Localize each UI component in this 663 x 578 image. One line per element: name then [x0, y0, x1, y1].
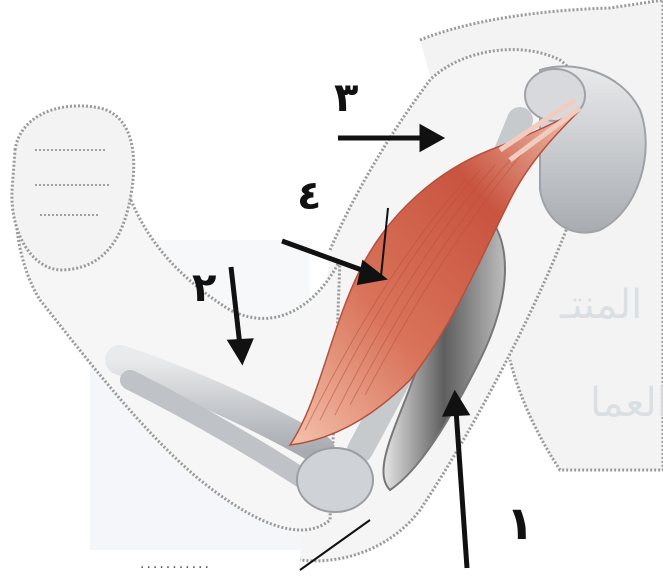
bottom-text: ...........	[140, 556, 211, 572]
label-three: ٣	[334, 78, 358, 118]
label-two: ٢	[192, 268, 216, 308]
label-four: ٤	[297, 176, 321, 216]
watermark-text-1: المنتـ	[560, 282, 642, 328]
watermark-text-2: العما	[590, 380, 663, 426]
label-one: ١	[506, 500, 534, 546]
elbow-joint	[297, 448, 373, 512]
